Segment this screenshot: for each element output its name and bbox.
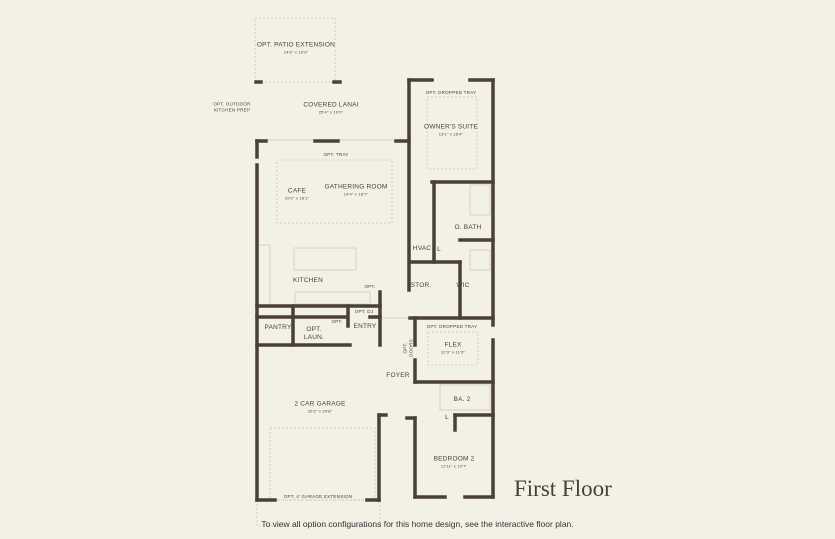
room-dim: 25'4" x 10'0": [318, 109, 344, 115]
room-bath-2: BA. 2: [453, 395, 471, 403]
room-kitchen: KITCHEN: [293, 276, 323, 284]
room-name: GATHERING ROOM: [324, 183, 388, 191]
room-name: OWNER'S SUITE: [423, 123, 479, 131]
opt-entry-label: OPT.: [331, 319, 343, 325]
room-pantry: PANTRY: [264, 323, 292, 331]
room-entry: ENTRY: [353, 322, 377, 330]
room-dim: 14'0" x 10'0": [283, 49, 309, 55]
owners-tray-outline: [426, 96, 478, 170]
room-name: COVERED LANAI: [303, 101, 359, 109]
floor-title: First Floor: [514, 476, 612, 501]
flex-tray-label: OPT. DROPPED TRAY: [426, 324, 478, 330]
opt-dj-label: OPT. DJ: [354, 309, 374, 315]
room-name: BEDROOM 2: [433, 455, 475, 463]
room-name: 2 CAR GARAGE: [294, 400, 346, 408]
tray-ceiling-outline: [276, 159, 393, 224]
room-dim: 14'4" x 18'7": [343, 191, 369, 197]
room-laundry: OPT. LAUN.: [303, 325, 325, 341]
room-dim: 12'0" x 11'0": [440, 349, 466, 355]
outdoor-kitchen-label: OPT. OUTDOOR KITCHEN PREP: [213, 101, 251, 112]
kitchen-counter: [294, 291, 371, 305]
room-linen-2: L: [445, 413, 449, 421]
footer-note: To view all option configurations for th…: [261, 519, 574, 529]
light-lines: [258, 139, 491, 411]
room-storage: STOR.: [410, 281, 432, 289]
room-dim: 13'1" x 16'4": [438, 131, 464, 137]
room-owners-bath: O. BATH: [454, 223, 482, 231]
optional-areas: [254, 17, 479, 527]
walls: [254, 78, 495, 502]
opt-kitchen-label: OPT.: [364, 284, 376, 290]
kitchen-island: [293, 247, 357, 271]
room-name: FLEX: [444, 341, 462, 349]
room-dim: 20'2" x 20'8": [307, 408, 333, 414]
room-linen: L: [437, 245, 441, 253]
garage-door-outline: [269, 427, 376, 501]
owners-tray-label: OPT. DROPPED TRAY: [425, 90, 477, 96]
room-dim: 11'11" x 10'7": [440, 463, 468, 469]
garage-extension-label: OPT. 4' GARAGE EXTENSION: [283, 494, 353, 500]
patio-extension-outline: [254, 17, 336, 83]
room-hvac: HVAC: [412, 244, 432, 252]
flex-tray-outline: [427, 331, 479, 366]
opt-tray-label: OPT. TRAY: [323, 152, 349, 158]
room-wic: WIC: [456, 281, 470, 289]
room-foyer: FOYER: [386, 371, 410, 379]
room-name: CAFE: [287, 187, 307, 195]
room-dim: 10'0" x 16'1": [284, 195, 310, 201]
room-name: OPT. PATIO EXTENSION: [256, 41, 336, 49]
opt-doors-label: OPT. DOORS: [402, 339, 413, 357]
